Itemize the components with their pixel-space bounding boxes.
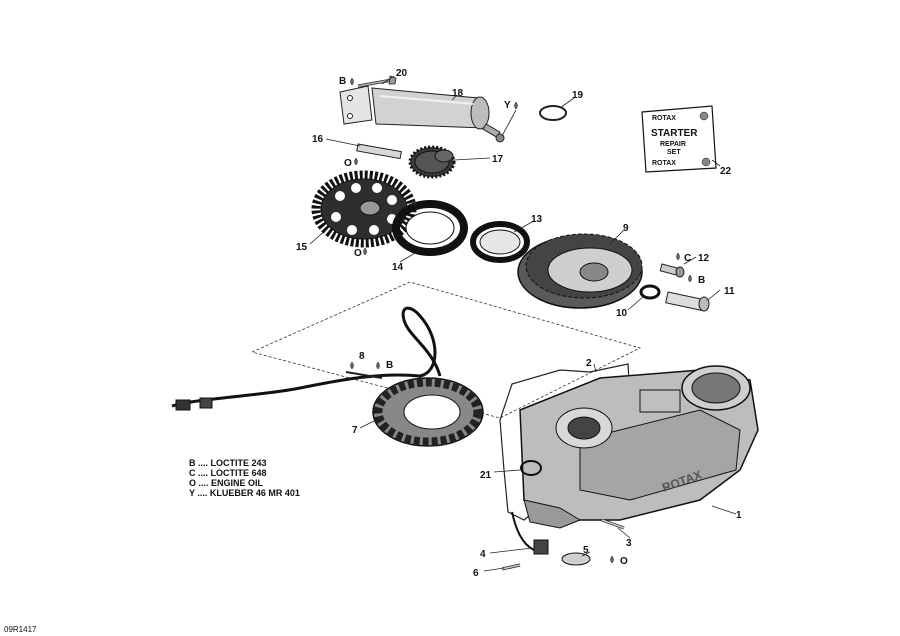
callout-16: 16 [312,134,324,145]
callout-21: 21 [480,470,492,481]
kit-title: STARTER [651,128,698,139]
droplet-icon [354,157,358,166]
legend-item-y: Y .... KLUEBER 46 MR 401 [189,488,300,498]
kit-brand-bottom: ROTAX [652,160,676,167]
legend: B .... LOCTITE 243 C .... LOCTITE 648 O … [189,458,300,498]
starter-repair-kit-card: ROTAX STARTER REPAIR SET ROTAX [641,105,717,173]
callout-17: 17 [492,154,504,165]
callout-7: 7 [352,425,358,436]
legend-item-c: C .... LOCTITE 648 [189,468,267,478]
flywheel-rotor [517,233,643,309]
callout-20: 20 [396,68,408,79]
starter-shaft [356,143,402,160]
callout-12: 12 [698,253,710,264]
sprag-clutch [470,221,530,263]
callout-2: 2 [586,358,592,369]
symbol-o-gear: O [354,248,362,259]
legend-item-b: B .... LOCTITE 243 [189,458,267,468]
callout-15: 15 [296,242,308,253]
callout-14: 14 [392,262,404,273]
kit-line3: SET [667,149,681,156]
stator-screws [345,371,383,379]
kit-logo-bottom [701,157,711,167]
bearing-sleeve [665,291,710,312]
legend-item-o: O .... ENGINE OIL [189,478,264,488]
sensor-screw [601,518,625,530]
callout-19: 19 [572,90,584,101]
callout-6: 6 [473,568,479,579]
callout-13: 13 [531,214,543,225]
kit-brand-top: ROTAX [652,115,676,122]
callout-4: 4 [480,549,486,560]
drawing-id: 09R1417 [4,625,37,634]
symbol-b-screw20: B [339,76,346,87]
callout-5: 5 [583,545,589,556]
callout-18: 18 [452,88,464,99]
callout-1: 1 [736,510,742,521]
o-ring [539,105,567,121]
callout-8: 8 [359,351,365,362]
stator-harness [171,306,442,411]
droplet-icon [688,274,692,283]
droplet-icon [610,555,614,564]
starter-screw [357,75,397,88]
callout-9: 9 [623,223,629,234]
stator [372,377,484,447]
droplet-icon [676,252,680,261]
droplet-icon [350,361,354,370]
symbol-c-bolt12: C [684,253,691,264]
starter-double-gear [408,145,456,179]
symbol-callouts: B Y O O C B B O [339,76,705,567]
symbol-o-plug5: O [620,556,628,567]
drain-plug [561,552,591,566]
symbol-o-shaft: O [344,158,352,169]
callout-22: 22 [720,166,732,177]
droplet-icon [363,247,367,256]
callout-numbers: 1 2 3 4 5 6 7 8 9 10 11 12 13 14 15 16 1… [296,68,742,579]
symbol-y-starter: Y [504,100,511,111]
kit-logo-top [699,111,709,121]
droplet-icon [350,77,354,86]
thrust-ring [392,200,468,256]
symbol-b-screws8: B [386,360,393,371]
rotor-bolt [659,263,685,278]
magneto-cover: ROTAX [519,365,759,529]
washer [639,284,661,300]
starter-motor [339,85,505,143]
callout-10: 10 [616,308,628,319]
callout-3: 3 [626,538,632,549]
droplet-icon [514,101,518,110]
cover-screw [501,563,521,571]
callout-11: 11 [724,286,735,297]
kit-line2: REPAIR [660,141,686,148]
stator-kit-outline [251,281,642,419]
symbol-b-sleeve11: B [698,275,705,286]
leader-lines [309,75,737,572]
grommet [520,460,542,476]
droplet-icon [376,361,380,370]
